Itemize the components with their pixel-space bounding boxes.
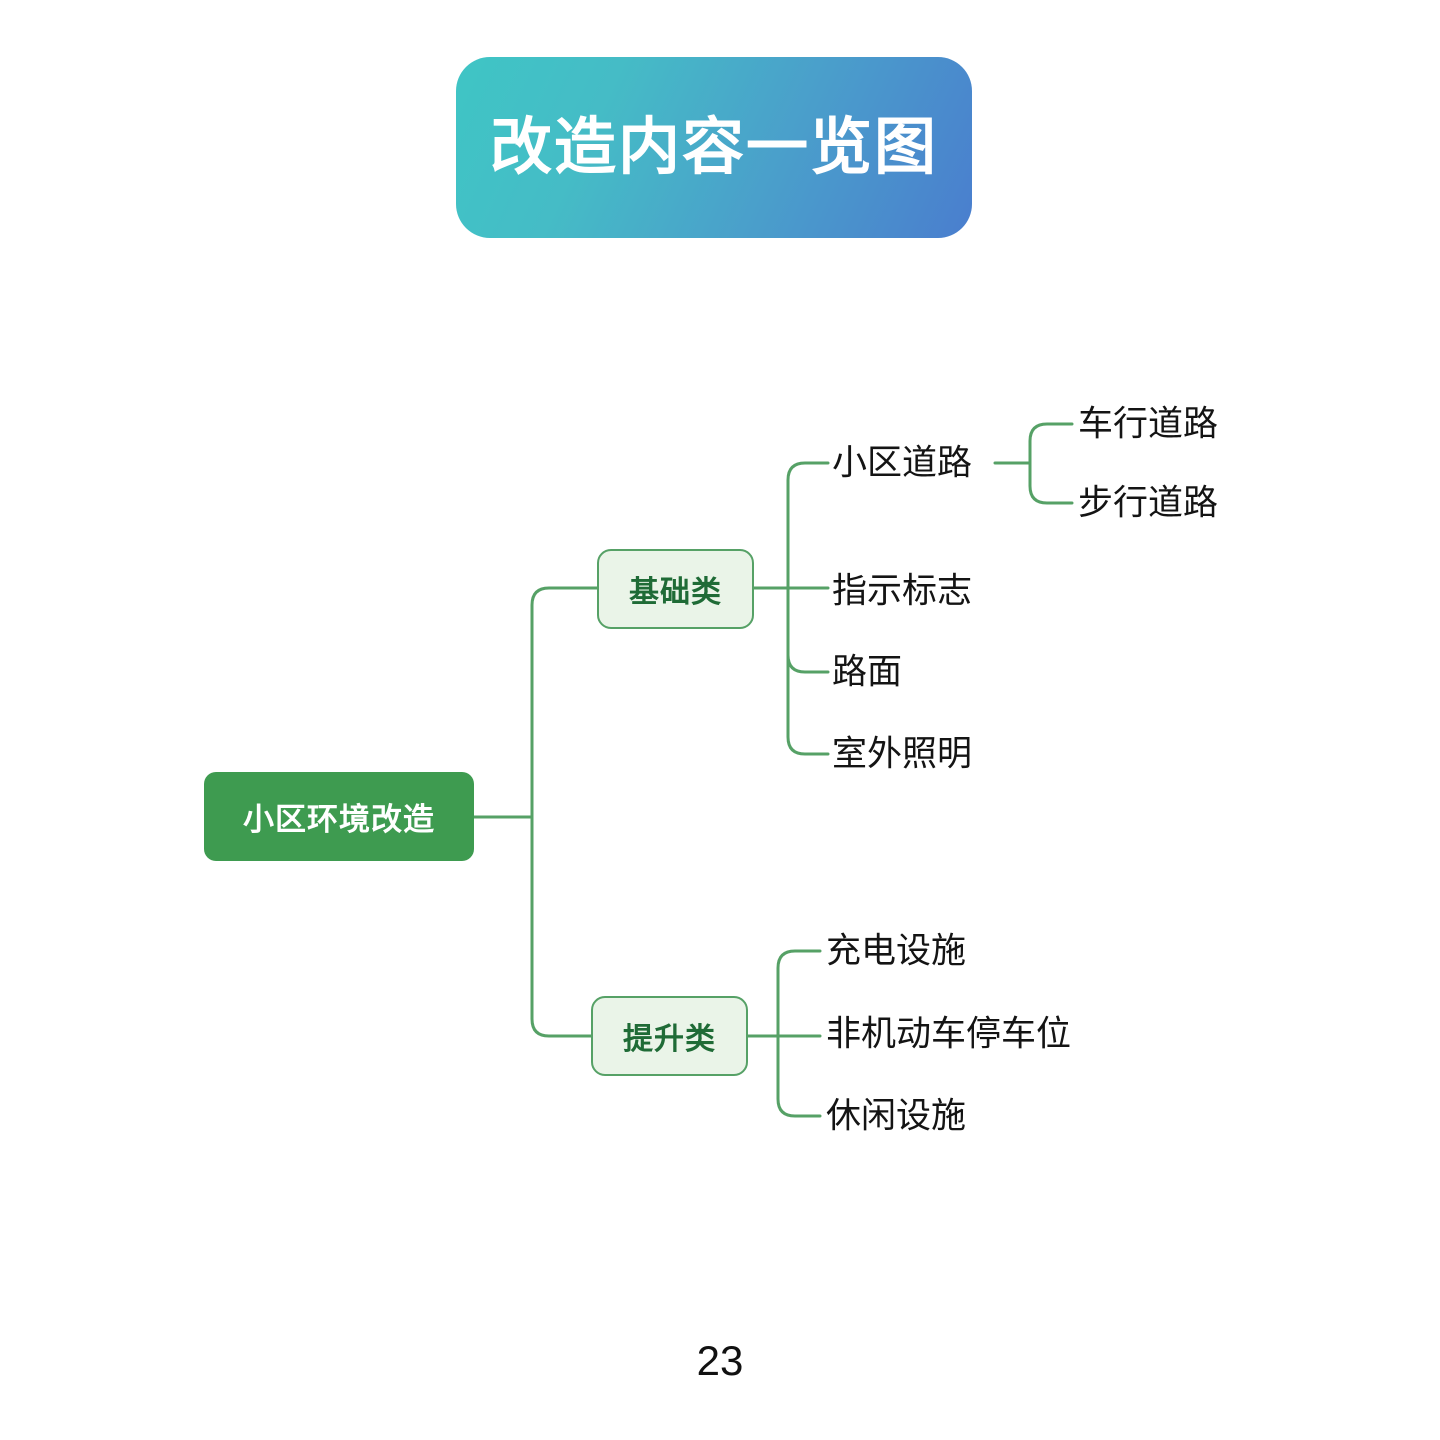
mindmap-leaf-direction-sign[interactable]: 指示标志 xyxy=(832,571,973,611)
connector-basic-to-road xyxy=(786,461,830,590)
mindmap-subleaf-pedestrian-road[interactable]: 步行道路 xyxy=(1078,483,1219,523)
mindmap-leaf-bicycle-parking[interactable]: 非机动车停车位 xyxy=(826,1014,1072,1054)
connector-upgrade-to-charging xyxy=(776,949,822,1038)
mindmap-leaf-charging-facility[interactable]: 充电设施 xyxy=(826,931,967,971)
connector-basic-to-lighting xyxy=(786,586,830,756)
connector-root-to-basic xyxy=(530,586,599,819)
connector-road-to-pedestrian xyxy=(1028,461,1074,505)
title-banner: 改造内容一览图 xyxy=(456,57,972,238)
node-upgrade-label: 提升类 xyxy=(623,1023,716,1056)
connector-road-to-vehicle xyxy=(1028,422,1074,465)
connector-basic-to-pavement xyxy=(786,586,830,674)
page-title: 改造内容一览图 xyxy=(489,112,938,182)
mindmap-leaf-outdoor-lighting[interactable]: 室外照明 xyxy=(832,734,973,774)
mindmap-leaf-pavement[interactable]: 路面 xyxy=(832,652,903,692)
mindmap-node-basic[interactable]: 基础类 xyxy=(597,549,754,629)
node-root-label: 小区环境改造 xyxy=(243,802,435,837)
mindmap-node-upgrade[interactable]: 提升类 xyxy=(591,996,748,1076)
node-basic-label: 基础类 xyxy=(629,576,722,609)
page-number: 23 xyxy=(696,1337,744,1384)
mindmap-node-root[interactable]: 小区环境改造 xyxy=(204,772,474,861)
mindmap-subleaf-vehicle-road[interactable]: 车行道路 xyxy=(1078,404,1219,444)
mindmap-leaf-community-road[interactable]: 小区道路 xyxy=(832,443,973,483)
connector-upgrade-to-leisure xyxy=(776,1034,822,1118)
connector-root-to-upgrade xyxy=(530,815,593,1038)
mindmap-leaf-leisure-facility[interactable]: 休闲设施 xyxy=(826,1096,967,1136)
